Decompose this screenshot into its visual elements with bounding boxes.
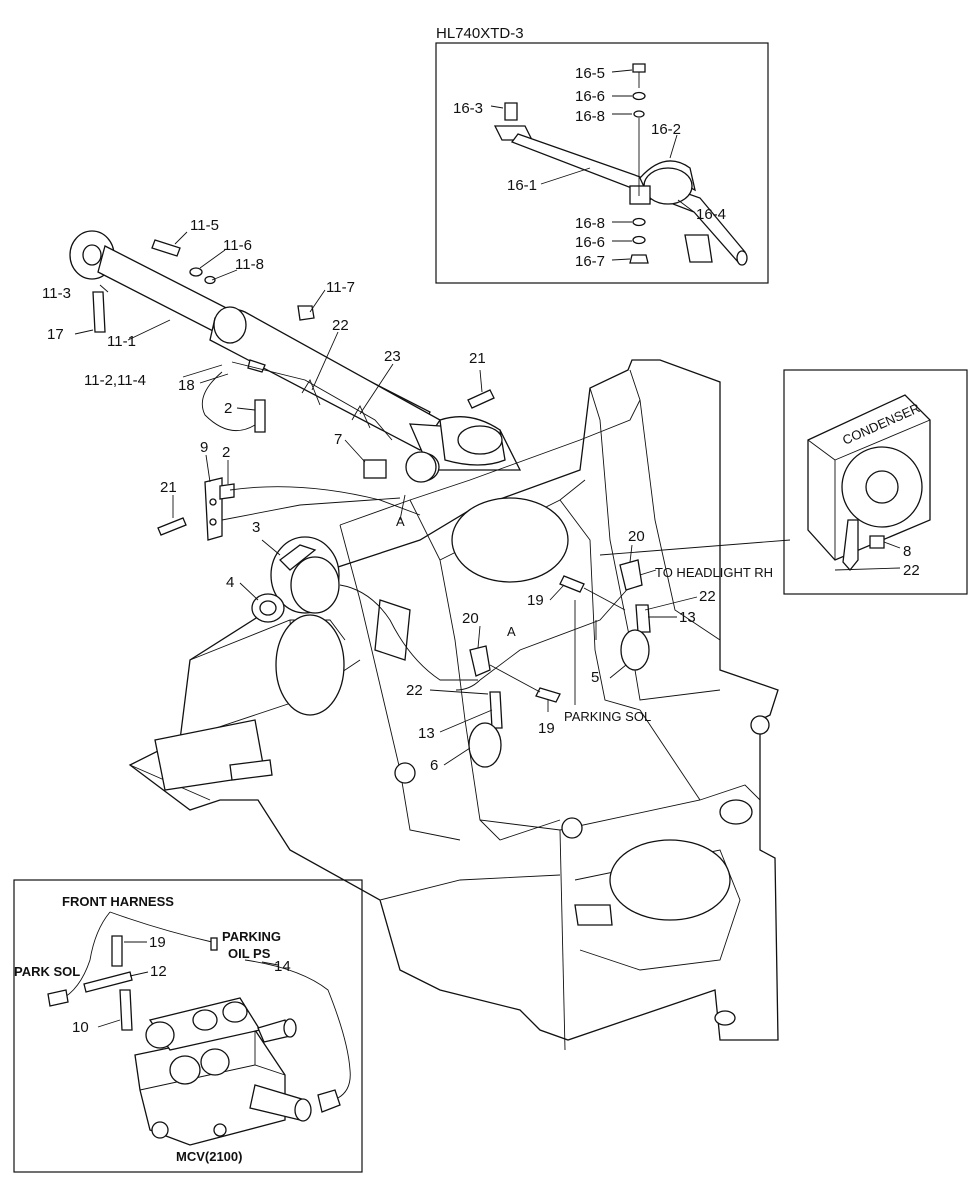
callout-22-left: 22 [406, 682, 423, 699]
callout-21-top: 21 [469, 350, 486, 367]
callout-11-2-11-4: 11-2,11-4 [84, 372, 146, 389]
park-sol-label: PARK SOL [14, 964, 80, 979]
callout-2-top: 2 [224, 400, 232, 417]
bracket-20-right [619, 559, 643, 591]
callout-16-6b: 16-6 [575, 234, 605, 251]
rod-part [493, 125, 748, 266]
harness-wire-top [109, 911, 213, 943]
inset-top-title: HL740XTD-3 [436, 25, 524, 42]
harness-center [455, 539, 791, 768]
condenser-bolt [869, 535, 885, 549]
bolt-19-lower [535, 687, 561, 703]
callout-16-5: 16-5 [575, 65, 605, 82]
callout-21-left: 21 [160, 479, 177, 496]
callout-8: 8 [903, 543, 911, 560]
callout-19-upper: 19 [527, 592, 544, 609]
connector-a-1: A [396, 514, 405, 529]
callout-4: 4 [226, 574, 234, 591]
sensor-2 [254, 399, 266, 433]
callout-17: 17 [47, 326, 64, 343]
sensor-6 [468, 722, 502, 768]
inset-top: HL740XTD-3 [435, 25, 769, 284]
callout-11-1: 11-1 [107, 333, 136, 350]
callout-22-top: 22 [332, 317, 349, 334]
bolt-stack [629, 63, 649, 264]
mcv-valve [134, 997, 341, 1146]
note-to-headlight: TO HEADLIGHT RH [655, 565, 773, 580]
callout-16-4: 16-4 [696, 206, 726, 223]
inset-bottom: FRONT HARNESS PARKING OIL PS PARK SOL MC… [13, 879, 363, 1173]
main-frame [128, 359, 779, 1051]
mcv-label: MCV(2100) [176, 1149, 242, 1164]
left-bracket [157, 477, 421, 541]
callout-6: 6 [430, 757, 438, 774]
inset-right: CONDENSER 8 22 [783, 369, 968, 595]
callout-11-7: 11-7 [326, 279, 355, 296]
condenser-bracket [842, 519, 859, 572]
callout-16-6: 16-6 [575, 88, 605, 105]
callout-7: 7 [334, 431, 342, 448]
bracket-10 [119, 989, 133, 1031]
callout-19-lower: 19 [538, 720, 555, 737]
inset-top-leaders [490, 69, 695, 261]
callout-16-8b: 16-8 [575, 215, 605, 232]
inset-bottom-leaders [97, 941, 279, 1028]
cap-part [504, 102, 518, 121]
callout-19-inset: 19 [149, 934, 166, 951]
callout-3: 3 [252, 519, 260, 536]
sensor-5 [620, 629, 650, 671]
horn-assembly [251, 536, 478, 681]
callout-16-3: 16-3 [453, 100, 483, 117]
callout-12: 12 [150, 963, 167, 980]
inset-bottom-frame [13, 879, 363, 1173]
callout-11-5: 11-5 [190, 217, 219, 234]
bolt-21-left [157, 517, 187, 536]
callout-20-right: 20 [628, 528, 645, 545]
callout-16-7: 16-7 [575, 253, 605, 270]
callout-16-1: 16-1 [507, 177, 537, 194]
connector-a-2: A [507, 624, 516, 639]
callout-14: 14 [274, 958, 291, 975]
bolt-19-right [559, 575, 585, 593]
callout-22-condenser: 22 [903, 562, 920, 579]
callout-18: 18 [178, 377, 195, 394]
inset-top-frame [435, 42, 769, 284]
callout-16-8: 16-8 [575, 108, 605, 125]
front-harness-label: FRONT HARNESS [62, 894, 174, 909]
bracket-20-left [469, 645, 491, 677]
callout-16-2: 16-2 [651, 121, 681, 138]
callout-11-3: 11-3 [42, 285, 71, 302]
callout-20-left: 20 [462, 610, 479, 627]
left-bracket-leaders [172, 454, 229, 518]
note-parking-sol: PARKING SOL [564, 709, 651, 724]
callout-5: 5 [591, 669, 599, 686]
inset-right-frame [783, 369, 968, 595]
callout-11-6: 11-6 [223, 237, 252, 254]
bolt-21-top [467, 389, 495, 409]
callout-23: 23 [384, 348, 401, 365]
callout-11-8: 11-8 [235, 256, 264, 273]
harness-wire-right [244, 959, 351, 1099]
callout-10: 10 [72, 1019, 89, 1036]
clamp-part [629, 160, 696, 205]
label-7 [363, 459, 387, 479]
cylinder-leaders [74, 231, 394, 463]
bolt-11-5 [151, 239, 181, 257]
harness-wire-left [59, 911, 111, 1001]
callout-22-right: 22 [699, 588, 716, 605]
callout-9: 9 [200, 439, 208, 456]
bracket-12 [83, 971, 133, 993]
callout-13-right: 13 [679, 609, 696, 626]
parking-oil-ps-label-2: OIL PS [228, 946, 271, 961]
callout-13-left: 13 [418, 725, 435, 742]
harness-leaders [429, 544, 698, 766]
callout-2-left: 2 [222, 444, 230, 461]
parking-oil-ps-label-1: PARKING [222, 929, 281, 944]
bolt-19-inset [111, 935, 123, 967]
